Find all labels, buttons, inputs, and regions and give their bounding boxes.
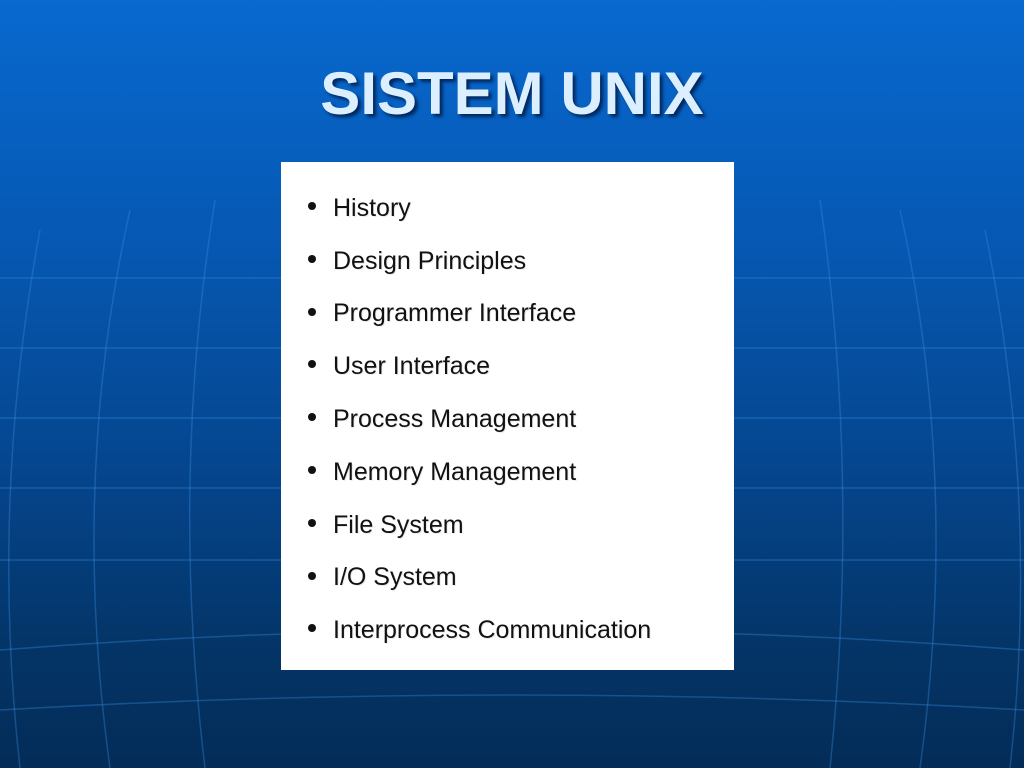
bullet-icon bbox=[308, 202, 316, 210]
list-item: Design Principles bbox=[281, 235, 651, 288]
list-item: I/O System bbox=[281, 552, 651, 605]
list-item: Programmer Interface bbox=[281, 288, 651, 341]
list-item: User Interface bbox=[281, 340, 651, 393]
topic-label: Memory Management bbox=[333, 457, 577, 486]
topic-label: Design Principles bbox=[333, 246, 527, 275]
topic-label: File System bbox=[333, 510, 464, 539]
list-item: History bbox=[281, 182, 651, 235]
topics-box: History Design Principles Programmer Int… bbox=[281, 162, 734, 670]
bullet-icon bbox=[308, 254, 316, 263]
list-item: Memory Management bbox=[281, 446, 651, 499]
topic-label: I/O System bbox=[333, 563, 457, 592]
bullet-icon bbox=[308, 571, 316, 580]
bullet-icon bbox=[308, 465, 316, 474]
topic-label: Programmer Interface bbox=[333, 299, 577, 328]
bullet-icon bbox=[308, 413, 316, 422]
bullet-icon bbox=[308, 518, 316, 527]
topic-label: Process Management bbox=[333, 405, 577, 434]
topic-list: History Design Principles Programmer Int… bbox=[281, 182, 651, 657]
bullet-icon bbox=[308, 307, 316, 316]
bullet-icon bbox=[308, 360, 316, 369]
topic-label: History bbox=[333, 193, 411, 222]
list-item: Interprocess Communication bbox=[281, 604, 651, 657]
list-item: Process Management bbox=[281, 393, 651, 446]
list-item: File System bbox=[281, 499, 651, 552]
topic-label: Interprocess Communication bbox=[333, 616, 652, 645]
topic-label: User Interface bbox=[333, 352, 491, 381]
bullet-icon bbox=[308, 624, 316, 633]
slide-title: SISTEM UNIX bbox=[320, 60, 704, 127]
